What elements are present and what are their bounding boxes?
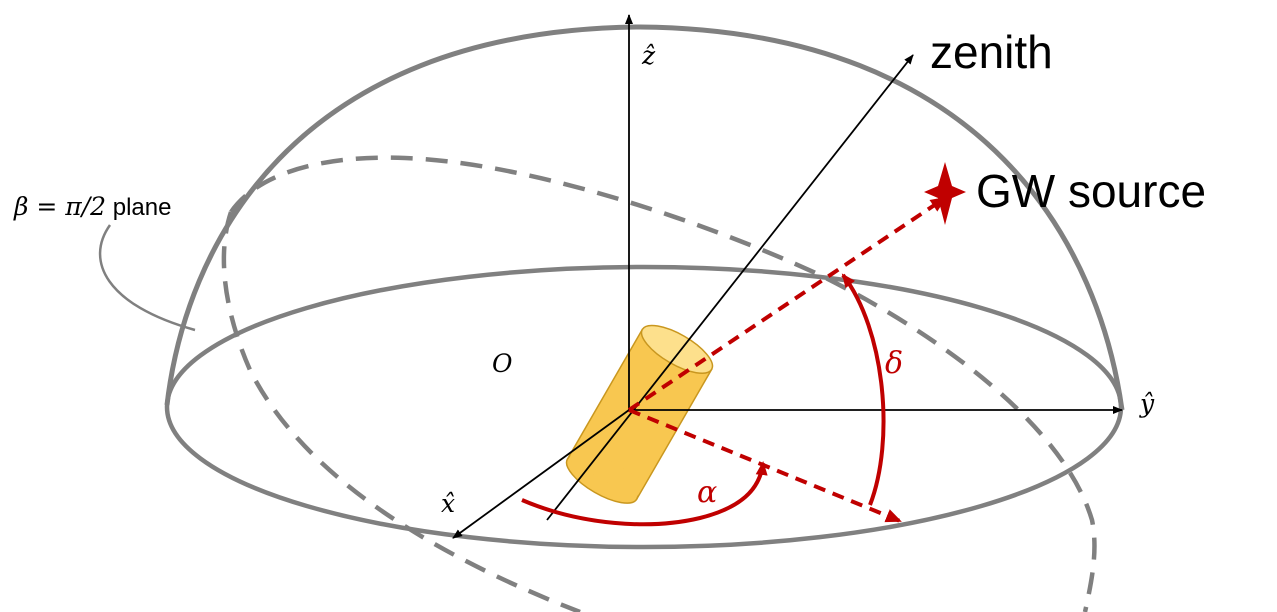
plane-label-math: β = π/2 <box>13 192 106 221</box>
gw-source-label: GW source <box>976 165 1206 217</box>
zenith-label: zenith <box>930 26 1053 78</box>
plane-label-text: plane <box>106 194 171 221</box>
x-axis-label: x̂ <box>441 489 455 518</box>
beta-plane-curve <box>229 155 1097 612</box>
zenith-axis <box>546 54 914 521</box>
plane-label: β = π/2 plane <box>13 192 171 221</box>
hemisphere-dome <box>164 24 1125 411</box>
origin-label: O <box>492 349 513 378</box>
y-axis-label: ŷ <box>1139 389 1155 418</box>
source-direction <box>627 196 947 412</box>
delta-label: δ <box>885 346 903 381</box>
z-axis-label: ẑ <box>641 41 656 70</box>
beta-plane-curve-lower <box>221 211 581 612</box>
delta-arc <box>841 273 886 506</box>
alpha-arc <box>521 461 768 527</box>
x-axis <box>452 409 630 539</box>
plane-label-leader <box>98 224 196 332</box>
alpha-label: α <box>697 475 717 510</box>
four-point-star-icon <box>924 162 966 225</box>
